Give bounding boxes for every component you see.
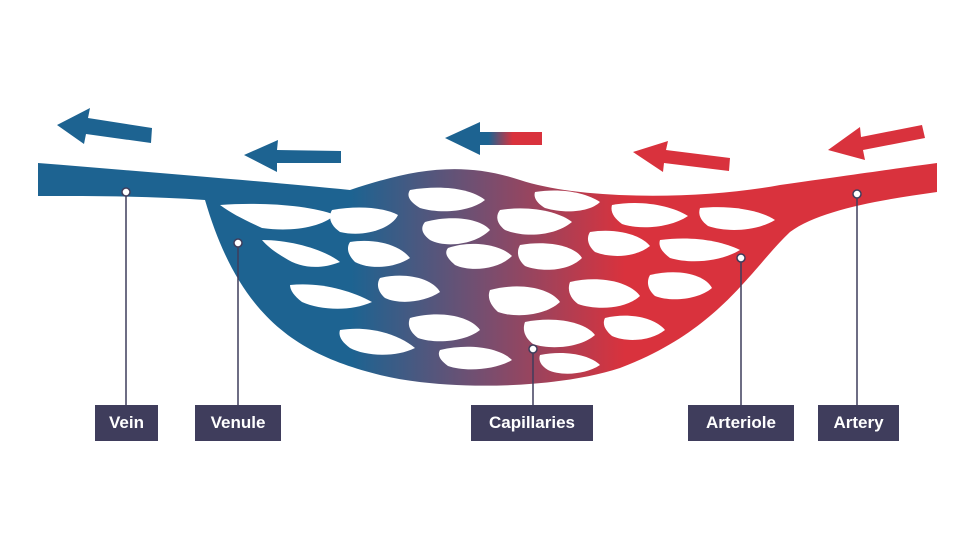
marker-capillaries xyxy=(528,344,538,354)
marker-vein xyxy=(121,187,131,197)
label-arteriole: Arteriole xyxy=(688,405,794,441)
vessel-network xyxy=(38,163,937,386)
arrow-capillaries xyxy=(445,122,542,155)
marker-venule xyxy=(233,238,243,248)
arrow-artery xyxy=(828,125,925,160)
arrow-venule xyxy=(244,140,341,172)
marker-artery xyxy=(852,189,862,199)
arrow-arteriole xyxy=(633,141,730,172)
leader-lines xyxy=(121,187,862,405)
arrow-vein xyxy=(57,108,152,144)
marker-arteriole xyxy=(736,253,746,263)
label-venule: Venule xyxy=(195,405,281,441)
flow-arrows xyxy=(57,108,925,172)
label-capillaries: Capillaries xyxy=(471,405,593,441)
label-artery: Artery xyxy=(818,405,899,441)
capillary-gaps xyxy=(220,187,775,374)
label-vein: Vein xyxy=(95,405,158,441)
